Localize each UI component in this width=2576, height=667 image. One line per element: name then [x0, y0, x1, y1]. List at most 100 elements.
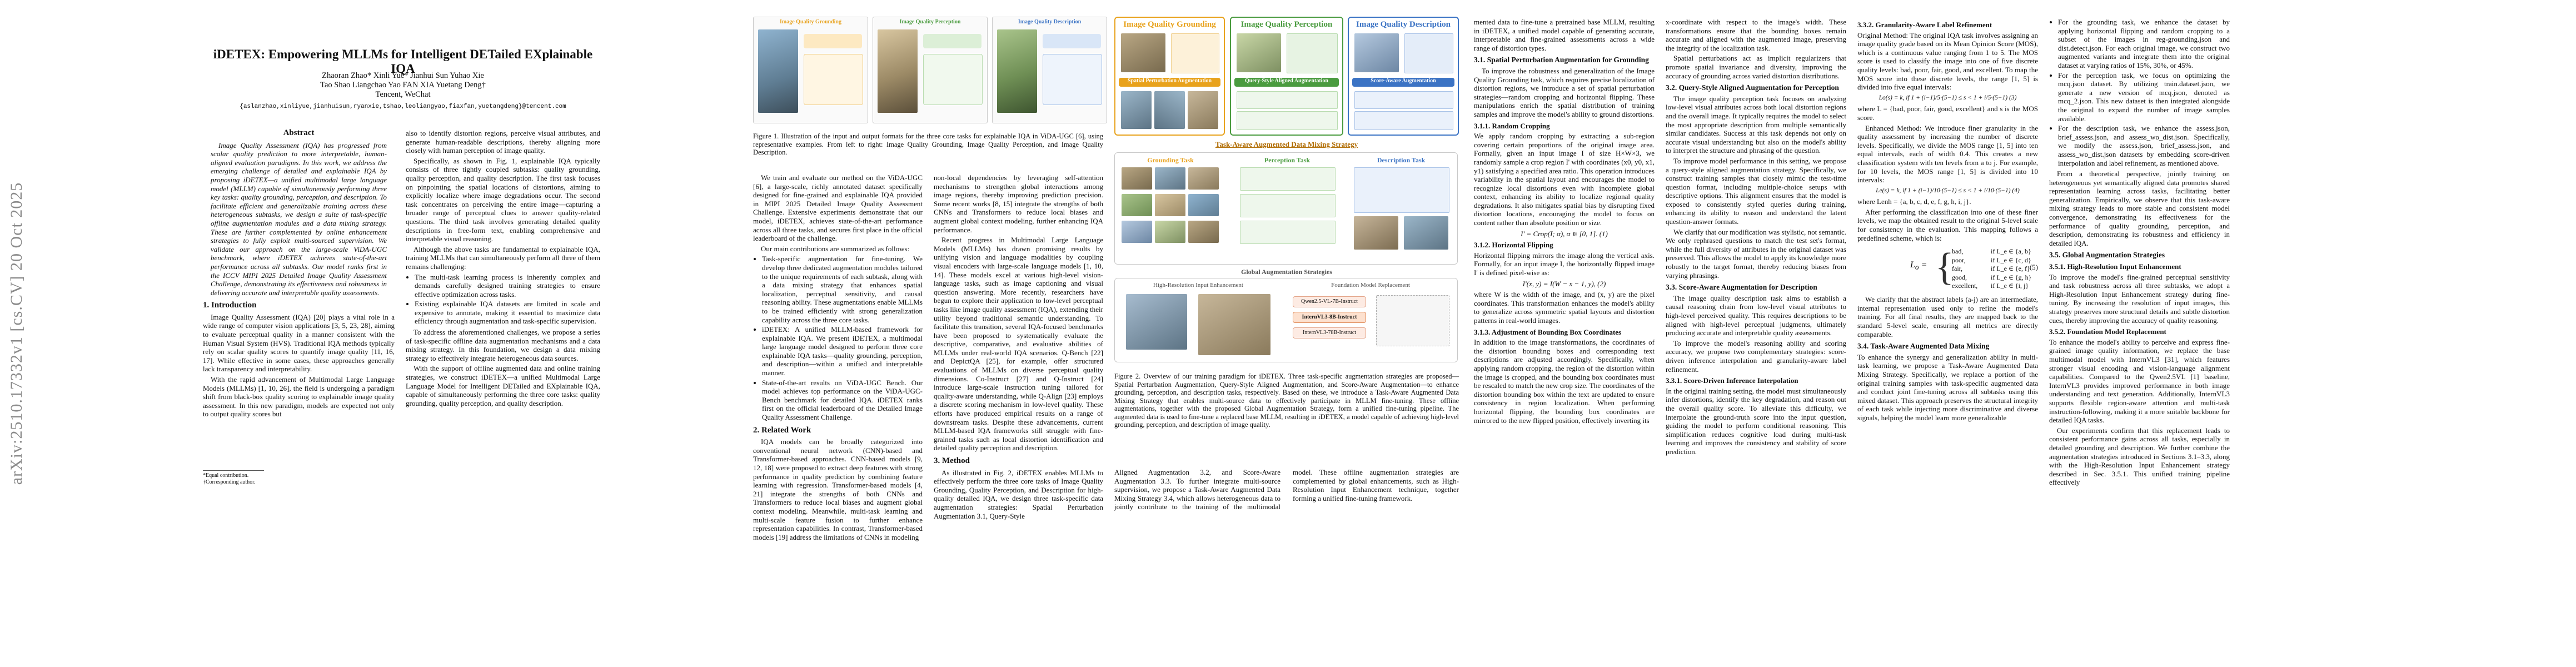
fig2-mixing-panel: Grounding Task Perception Task Descripti…	[1114, 152, 1458, 265]
mixing-item-description: For the description task, we enhance the…	[2058, 124, 2230, 167]
contribution-item-3: State-of-the-art results on ViDA-UGC Ben…	[762, 379, 923, 422]
mapping-table: bad,if L_e ∈ {a, b} poor,if L_e ∈ {c, d}…	[1952, 247, 2031, 291]
fig2-sample-image	[1354, 33, 1399, 72]
equation-2: I'(x, y) = I(W − x − 1, y), (2)	[1522, 279, 1606, 288]
mapping-row: bad,if L_e ∈ {a, b}	[1952, 247, 2031, 256]
fig1-question-bubble	[804, 34, 862, 48]
footnote-equal: *Equal contribution.	[203, 472, 249, 479]
fig2-mix-qa	[1240, 221, 1336, 244]
col8-paragraph-4: where Lenh = {a, b, c, d, e, f, g, h, i,…	[1857, 197, 1971, 206]
equation-1: I' = Crop(I; α), α ∈ [0, 1]. (1)	[1521, 229, 1608, 238]
fig2-panel-title: Image Quality Perception	[1240, 20, 1333, 29]
fig2-grounding-panel: Image Quality Grounding Spatial Perturba…	[1114, 17, 1225, 136]
fig2-augmented-example	[1188, 91, 1218, 129]
col2-paragraph-1: also to identify distortion regions, per…	[406, 129, 600, 155]
fig2-query-box	[1237, 111, 1338, 130]
col2-paragraph-4: To address the aforementioned challenges…	[406, 328, 600, 362]
contribution-item-2: iDETEX: A unified MLLM-based framework f…	[762, 325, 923, 377]
section-3-1-heading: 3.1. Spatial Perturbation Augmentation f…	[1474, 56, 1649, 64]
intro-paragraph-2: With the rapid advancement of Multimodal…	[203, 375, 395, 419]
col8-paragraph-3: Enhanced Method: We introduce finer gran…	[1857, 123, 2038, 185]
method-intro-paragraph: Aligned Augmentation 3.2, and Score-Awar…	[1114, 468, 1459, 511]
footnote-corresponding: †Corresponding author.	[203, 479, 256, 485]
column-8: 3.3.2. Granularity-Aware Label Refinemen…	[1857, 18, 2038, 424]
authors-line-1: Zhaoran Zhao* Xinli Yue* Jianhui Sun Yuh…	[322, 71, 484, 80]
col8-paragraph-5: After performing the classification into…	[1857, 207, 2038, 242]
fig2-score-box	[1354, 91, 1453, 109]
col8-paragraph-2: where L = {bad, poor, fair, good, excell…	[1857, 104, 2038, 122]
fig2-model-qwen7b: Qwen2.5-VL-7B-Instruct	[1293, 296, 1366, 307]
col7-paragraph-5: The image quality description task aims …	[1666, 293, 1846, 337]
fig2-mix-image	[1122, 221, 1152, 243]
authors-line-2: Tao Shao Liangchao Yao FAN XIA Yuetang D…	[320, 81, 486, 89]
col9-paragraph-4: Our experiments confirm that this replac…	[2049, 426, 2230, 487]
fig2-mix-description	[1354, 167, 1449, 213]
section-3-5-2-heading: 3.5.2. Foundation Model Replacement	[2049, 327, 2166, 336]
fig2-base-model-box	[1376, 295, 1449, 346]
author-list: Zhaoran Zhao* Xinli Yue* Jianhui Sun Yuh…	[203, 71, 603, 99]
col6-paragraph-2: We apply random cropping by extracting a…	[1474, 132, 1655, 227]
fig2-score-box	[1354, 111, 1453, 130]
fig1-answer-bubble	[1043, 54, 1102, 105]
fig2-mix-qa	[1240, 167, 1336, 191]
fig1-answer-bubble	[923, 54, 983, 105]
fig1-panel-label: Image Quality Grounding	[780, 19, 841, 25]
fig2-sample-image	[1121, 33, 1165, 72]
mixing-item-perception: For the perception task, we focus on opt…	[2058, 71, 2230, 123]
section-3-1-2-heading: 3.1.2. Horizontal Flipping	[1474, 241, 1553, 250]
fig2-mix-image	[1122, 167, 1152, 190]
column-9: For the grounding task, we enhance the d…	[2049, 18, 2230, 489]
fig2-mix-image	[1155, 194, 1185, 216]
fig1-question-bubble	[923, 34, 981, 48]
figure-1-caption: Figure 1. Illustration of the input and …	[753, 132, 1103, 156]
fig2-model-internvl-8b: InternVL3-8B-Instruct	[1293, 312, 1366, 323]
col9-paragraph-2: To improve the model's fine-grained perc…	[2049, 272, 2230, 325]
fig1-sample-image	[878, 29, 918, 113]
arxiv-stamp: arXiv:2510.17332v1 [cs.CV] 20 Oct 2025	[7, 182, 26, 485]
section-3-3-2-heading: 3.3.2. Granularity-Aware Label Refinemen…	[1857, 21, 1992, 29]
column-7: x-coordinate with respect to the image's…	[1666, 18, 1846, 458]
col8-paragraph-7: To enhance the synergy and generalizatio…	[1857, 352, 2038, 422]
section-3-4-heading: 3.4. Task-Aware Augmented Data Mixing	[1857, 342, 1990, 351]
col9-paragraph-1: From a theoretical perspective, jointly …	[2049, 170, 2230, 247]
challenge-item-1: The multi-task learning process is inher…	[415, 273, 600, 299]
author-emails: {aslanzhao,xinliyue,jianhuisun,ryanxie,t…	[240, 103, 566, 110]
col7-paragraph-4: We clarify that our modification was sty…	[1666, 227, 1846, 280]
fig1-answer-bubble	[804, 54, 863, 105]
fig2-text-box	[1171, 33, 1219, 73]
fig2-global-item: High-Resolution Input Enhancement	[1153, 282, 1243, 288]
col2-paragraph-5: With the support of offline augmented da…	[406, 364, 600, 407]
intro-paragraph-1: Image Quality Assessment (IQA) [20] play…	[203, 312, 395, 374]
fig2-description-panel: Image Quality Description Score-Aware Au…	[1348, 17, 1459, 136]
challenge-list: The multi-task learning process is inher…	[406, 273, 600, 326]
fig2-mix-label: Description Task	[1377, 156, 1426, 164]
col7-paragraph-3: To improve model performance in this set…	[1666, 156, 1846, 226]
column-1: Abstract Image Quality Assessment (IQA) …	[203, 128, 395, 486]
fig2-mix-image	[1188, 194, 1219, 216]
affiliation: Tencent, WeChat	[375, 90, 431, 99]
fig1-panel-label: Image Quality Description	[1018, 19, 1082, 25]
col4-paragraph-2: Recent progress in Multimodal Large Lang…	[934, 236, 1103, 452]
equation-5: Lo = { bad,if L_e ∈ {a, b} poor,if L_e ∈…	[1910, 246, 2038, 291]
col3-paragraph-2: Our main contributions are summarized as…	[761, 244, 910, 253]
figure-2: Image Quality Grounding Spatial Perturba…	[1114, 17, 1459, 367]
fig2-mix-image	[1404, 216, 1448, 250]
col7-paragraph-2: The image quality perception task focuse…	[1666, 94, 1846, 155]
section-3-heading: 3. Method	[934, 456, 970, 465]
section-3-1-3-heading: 3.1.3. Adjustment of Bounding Box Coordi…	[1474, 327, 1622, 336]
section-1-heading: 1. Introduction	[203, 301, 257, 310]
fig2-panel-title: Image Quality Grounding	[1123, 20, 1216, 29]
col2-paragraph-2: Specifically, as shown in Fig. 1, explai…	[406, 156, 600, 243]
fig2-model-internvl-78b: InternVL3-78B-Instruct	[1293, 327, 1366, 339]
mapping-row: good,if L_e ∈ {g, h}	[1952, 273, 2032, 281]
equation-4: Le(s) = k, if 1 + (i−1)/10·(5−1) ≤ s < 1…	[1876, 187, 2020, 194]
fig1-panel-grounding: Image Quality Grounding	[753, 17, 868, 123]
col6-paragraph-1: To improve the robustness and generaliza…	[1474, 66, 1655, 118]
fig2-flip-example	[1154, 91, 1185, 129]
paper-title: iDETEX: Empowering MLLMs for Intelligent…	[213, 47, 593, 76]
column-5-bottom: Aligned Augmentation 3.2, and Score-Awar…	[1114, 468, 1459, 511]
section-3-2-heading: 3.2. Query-Style Aligned Augmentation fo…	[1666, 83, 1839, 92]
col3-paragraph-1: We train and evaluate our method on the …	[753, 173, 923, 243]
fig2-global-panel: High-Resolution Input Enhancement Founda…	[1114, 278, 1458, 362]
col7-paragraph-7: In the original training setting, the mo…	[1666, 386, 1846, 456]
